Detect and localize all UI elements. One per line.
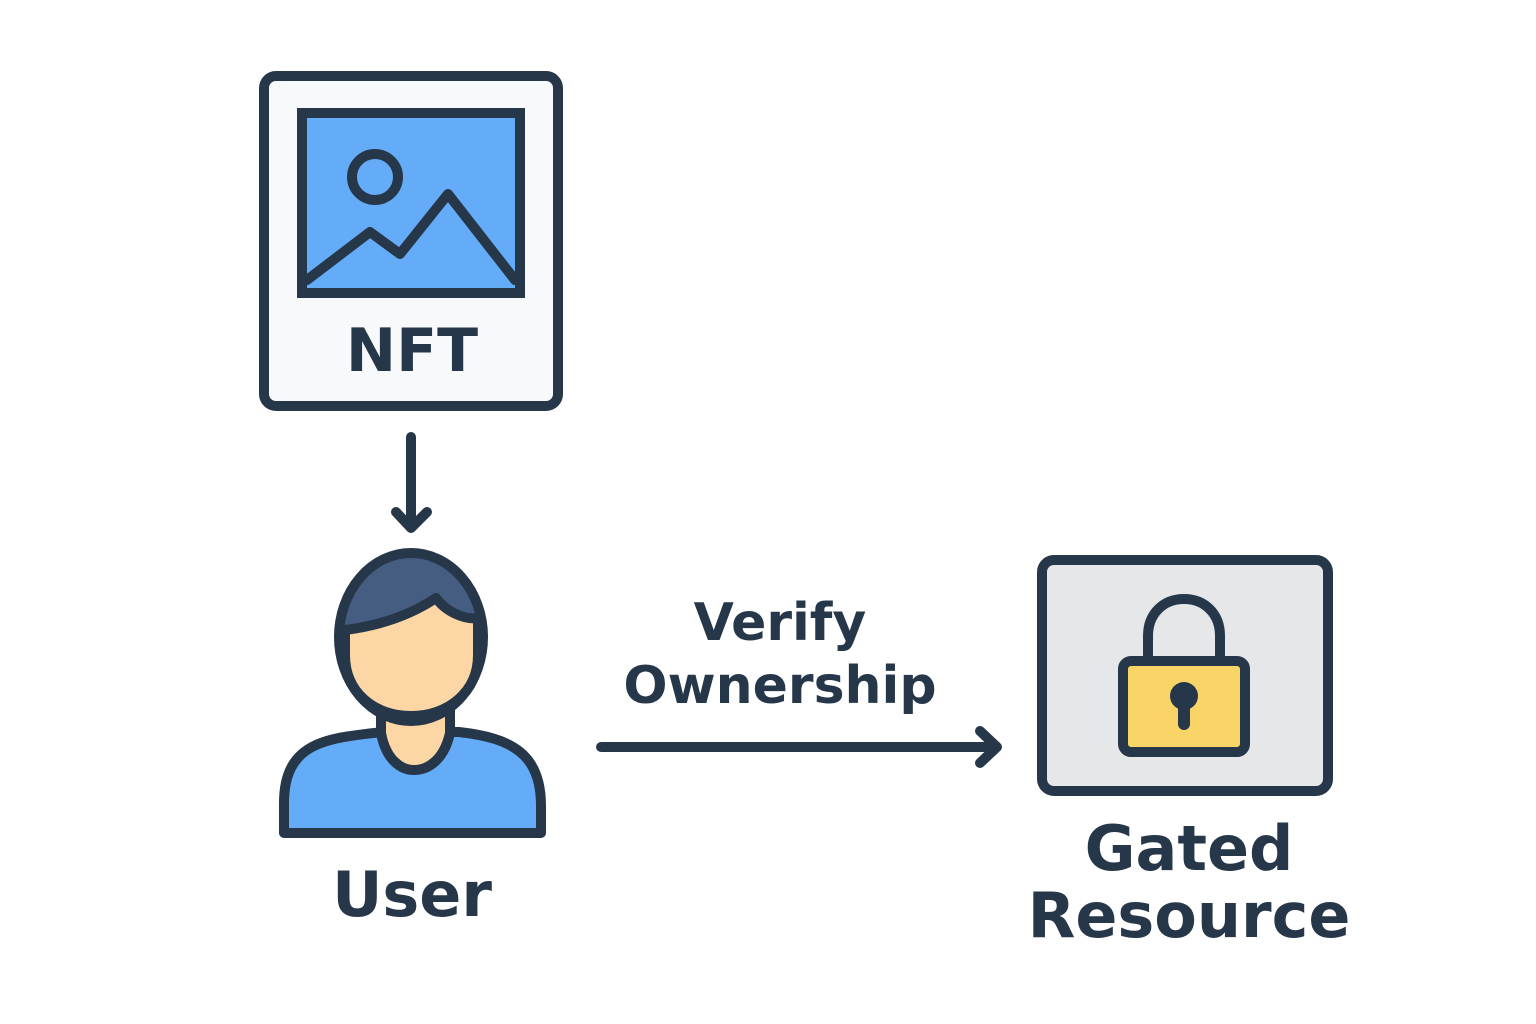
user-neck (376, 705, 455, 775)
arrow-verify-ownership (596, 726, 1002, 768)
user-label: User (332, 858, 492, 931)
user-face (340, 593, 483, 721)
arrow-nft-to-user (391, 432, 432, 533)
image-icon (297, 108, 525, 298)
nft-label: NFT (346, 316, 478, 386)
verify-label-line1: Verify (694, 593, 867, 653)
resource-label-line2: Resource (1028, 879, 1351, 952)
nft-card: NFT (259, 71, 563, 411)
resource-label-line1: Gated (1085, 812, 1294, 885)
keyhole-icon (1170, 682, 1198, 710)
padlock-icon (1118, 593, 1250, 757)
verify-label-line2: Ownership (623, 656, 936, 716)
gated-resource-panel (1037, 555, 1333, 796)
user-icon (279, 548, 546, 838)
